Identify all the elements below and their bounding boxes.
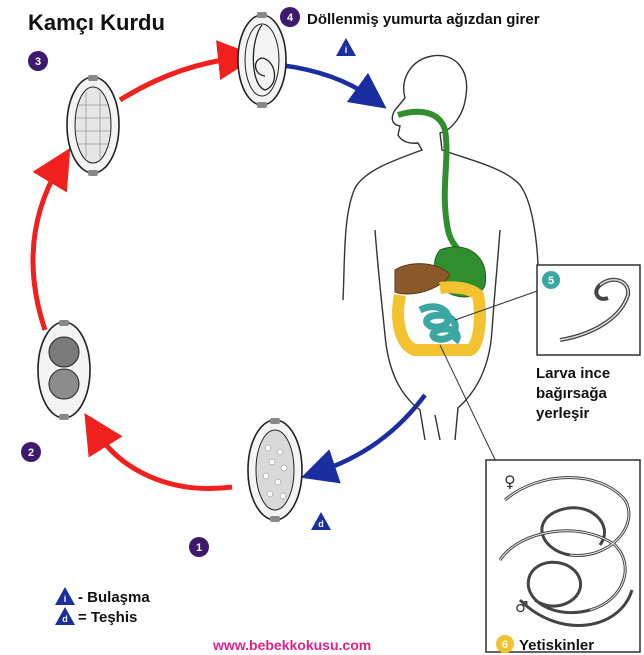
arrow-2-to-3 (33, 165, 60, 330)
svg-text:6: 6 (502, 639, 508, 651)
svg-text:d: d (62, 614, 68, 624)
legend-diagnostic-icon: d (55, 607, 75, 625)
small-intestine (420, 307, 457, 342)
label-adults: Yetiskinler (519, 637, 594, 654)
svg-text:3: 3 (35, 56, 41, 68)
label-larva-line2: bağırsağa (536, 385, 608, 402)
svg-text:d: d (318, 519, 324, 529)
egg-stage-1 (248, 418, 302, 522)
arrow-3-to-4 (120, 58, 238, 100)
legend-diagnostic-label: = Teşhis (78, 609, 137, 626)
larva-inset: 5 (537, 265, 640, 355)
website-link[interactable]: www.bebekkokusu.com (212, 637, 371, 653)
pointer-adults (440, 345, 500, 470)
egg-stage-2 (38, 320, 90, 420)
svg-text:i: i (64, 594, 67, 604)
step-badge-6: 6 (496, 635, 514, 653)
adults-inset: ♀ ♂ (486, 460, 640, 652)
diagram-title: Kamçı Kurdu (28, 10, 165, 35)
arrow-1-to-2 (95, 430, 232, 488)
svg-text:i: i (345, 45, 348, 55)
step-badge-4: 4 (280, 7, 300, 27)
svg-text:5: 5 (548, 275, 554, 287)
female-symbol: ♀ (504, 472, 516, 491)
arrow-excretion (318, 395, 425, 472)
arrow-ingestion (280, 65, 372, 98)
human-body-outline (343, 55, 538, 440)
egg-stage-3 (67, 75, 119, 176)
legend: i - Bulaşma d = Teşhis (55, 587, 150, 626)
infective-stage-marker: i (336, 38, 356, 56)
svg-text:2: 2 (28, 447, 34, 459)
legend-infective-label: - Bulaşma (78, 589, 150, 606)
esophagus (398, 112, 478, 270)
label-larva-line3: yerleşir (536, 405, 590, 422)
step-badge-2: 2 (21, 442, 41, 462)
legend-infective-icon: i (55, 587, 75, 605)
label-egg-enters: Döllenmiş yumurta ağızdan girer (307, 11, 540, 28)
step-badge-1: 1 (189, 537, 209, 557)
svg-text:4: 4 (287, 12, 294, 24)
diagnostic-stage-marker: d (311, 512, 331, 530)
step-badge-3: 3 (28, 51, 48, 71)
egg-stage-4 (238, 12, 286, 108)
svg-text:1: 1 (196, 542, 202, 554)
label-larva-line1: Larva ince (536, 365, 610, 382)
